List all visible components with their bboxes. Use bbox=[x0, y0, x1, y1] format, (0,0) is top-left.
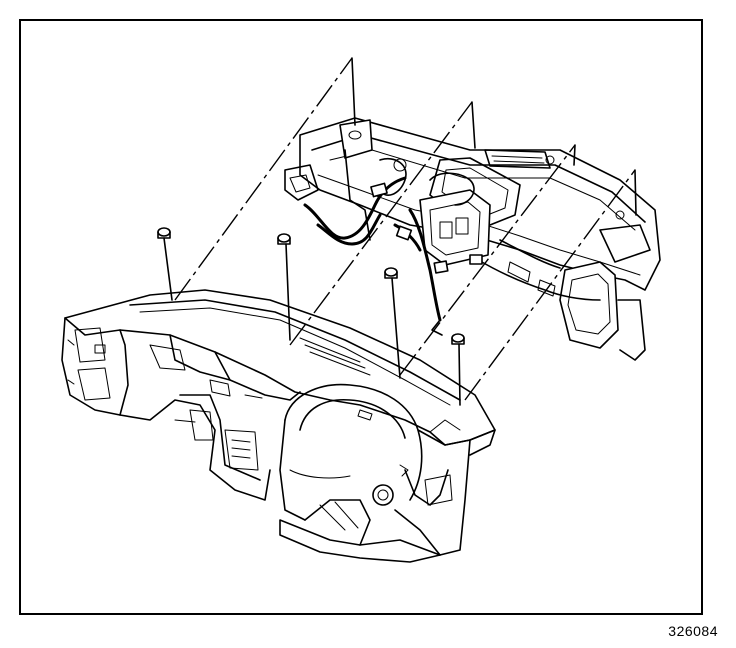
instrument-panel bbox=[61, 289, 496, 563]
figure-number: 326084 bbox=[668, 623, 718, 639]
bolt-3 bbox=[384, 267, 401, 379]
bolt-2 bbox=[277, 233, 291, 341]
bolt-1 bbox=[157, 227, 173, 301]
figure-frame bbox=[19, 19, 703, 615]
bolt-4 bbox=[451, 333, 465, 406]
dash-crossbar-assembly bbox=[284, 117, 661, 361]
mounting-bolts bbox=[157, 227, 465, 406]
alignment-lines bbox=[174, 57, 637, 401]
